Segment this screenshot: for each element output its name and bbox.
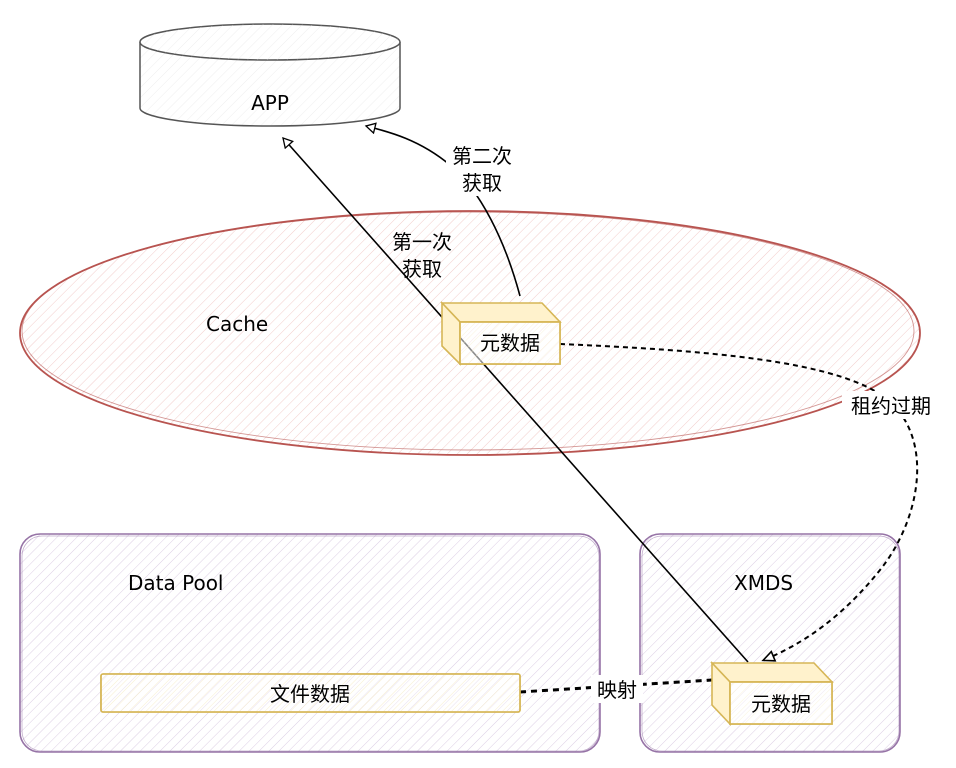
first-fetch-edge: 第一次 获取 — [283, 138, 749, 663]
file-data-box: 文件数据 — [100, 673, 521, 713]
data-pool-label: Data Pool — [128, 571, 224, 595]
cache-metadata-label: 元数据 — [480, 331, 540, 355]
xmds-container: XMDS — [639, 533, 901, 753]
xmds-metadata-box: 元数据 — [710, 660, 834, 727]
second-fetch-label-line2: 获取 — [462, 171, 502, 195]
xmds-label: XMDS — [734, 571, 793, 595]
app-database: APP — [139, 23, 401, 127]
file-data-label: 文件数据 — [270, 682, 350, 706]
cache-metadata-box: 元数据 — [440, 300, 562, 366]
cache-label: Cache — [206, 312, 268, 336]
first-fetch-label-line2: 获取 — [402, 257, 442, 281]
mapping-edge: 映射 — [519, 675, 713, 703]
app-label: APP — [251, 91, 289, 115]
second-fetch-label-line1: 第二次 — [452, 144, 512, 168]
first-fetch-label-line1: 第一次 — [392, 230, 452, 254]
second-fetch-edge: 第二次 获取 — [366, 126, 521, 297]
lease-expire-label: 租约过期 — [851, 394, 931, 418]
lease-expire-edge: 租约过期 — [559, 343, 940, 662]
xmds-metadata-label: 元数据 — [751, 692, 811, 716]
mapping-label: 映射 — [597, 678, 637, 702]
data-pool-container: Data Pool — [19, 533, 601, 753]
